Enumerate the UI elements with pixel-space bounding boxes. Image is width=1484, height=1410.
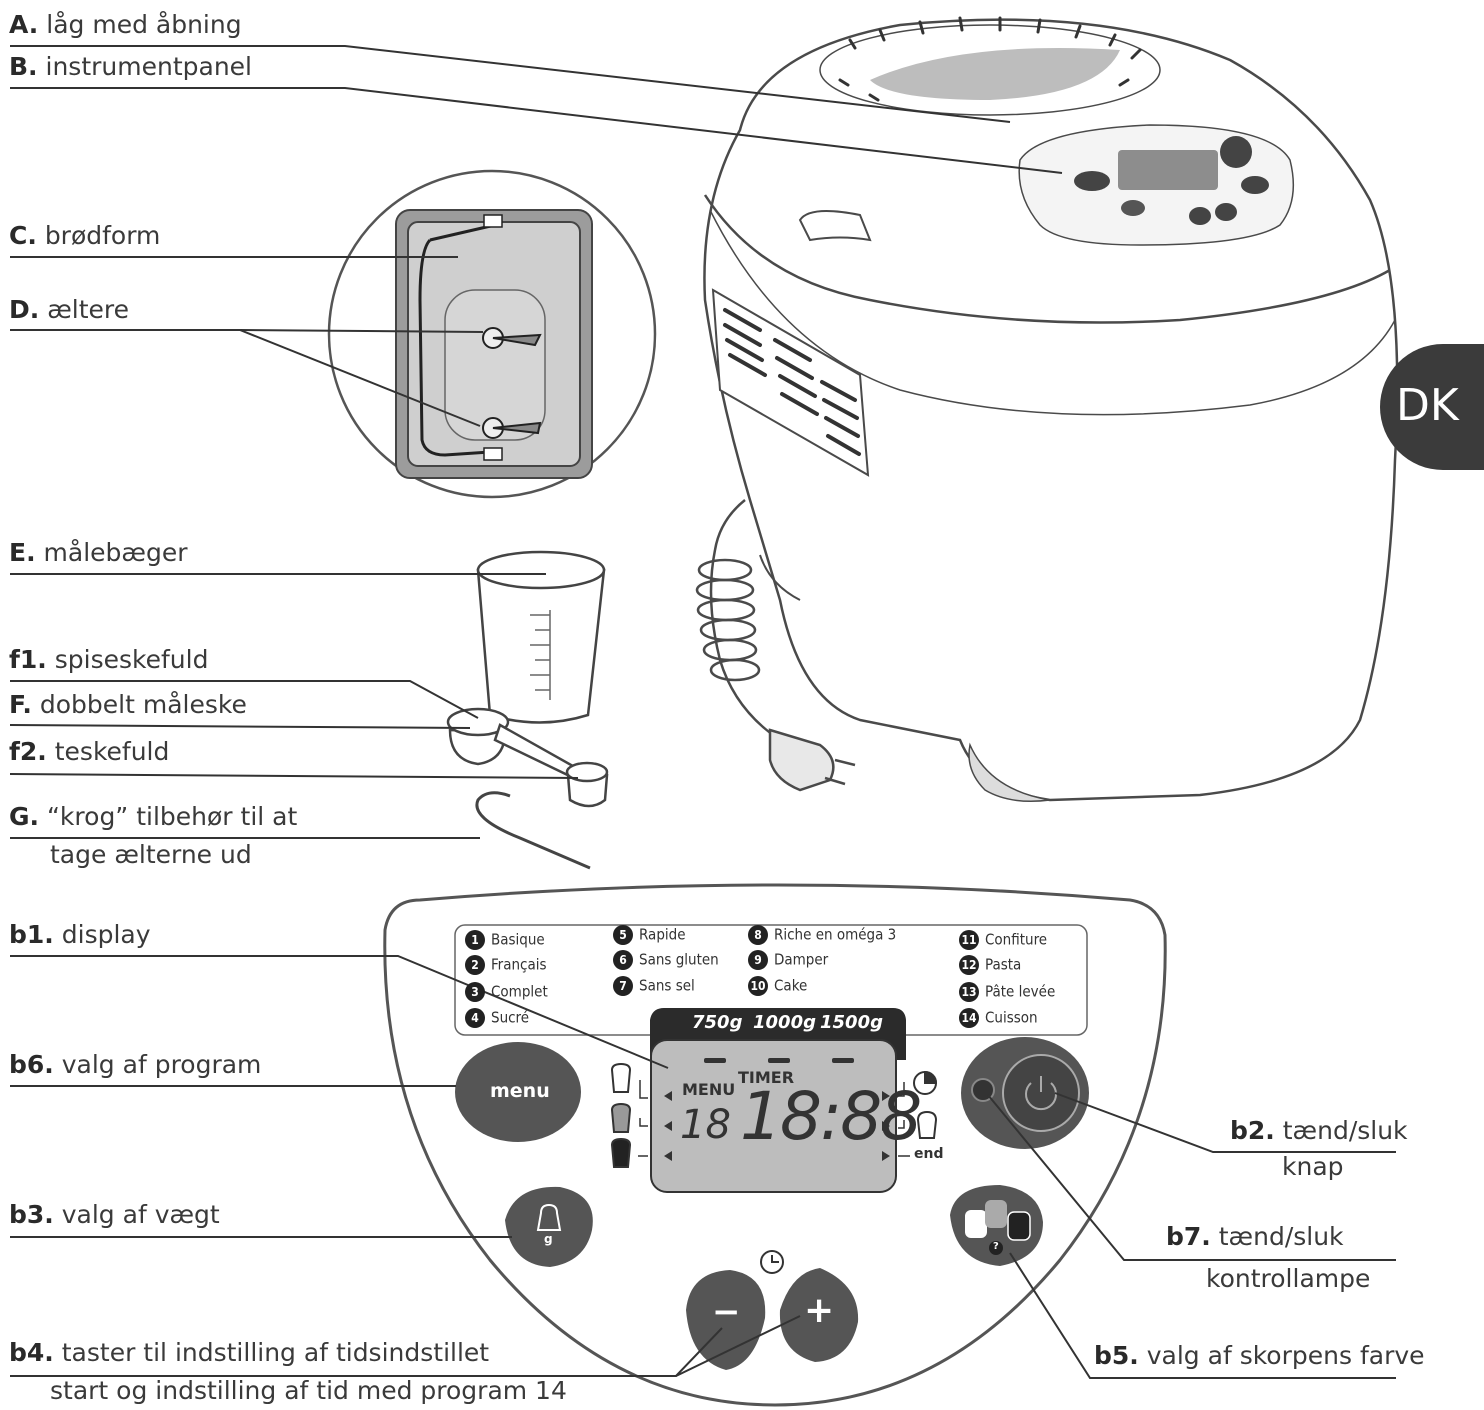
weight-1000: 1000g bbox=[753, 1012, 816, 1033]
power-cord bbox=[695, 499, 856, 792]
weight-button[interactable]: g bbox=[544, 1232, 553, 1246]
label-b6: b6. valg af program bbox=[9, 1050, 262, 1079]
label-b5: b5. valg af skorpens farve bbox=[1094, 1341, 1425, 1370]
lcd-program-number: 18 bbox=[680, 1102, 731, 1148]
leader-lines bbox=[9, 45, 1396, 1379]
bread-machine bbox=[703, 18, 1399, 802]
label-F: F. dobbelt måleske bbox=[9, 690, 247, 719]
label-b2: b2. tænd/sluk bbox=[1230, 1116, 1408, 1145]
label-b2-line2: knap bbox=[1282, 1152, 1344, 1181]
label-E: E. målebæger bbox=[9, 538, 188, 567]
power-button[interactable] bbox=[1003, 1055, 1079, 1131]
hook bbox=[475, 791, 591, 870]
label-b3: b3. valg af vægt bbox=[9, 1200, 220, 1229]
power-indicator-lamp bbox=[972, 1079, 994, 1101]
label-b4: b4. taster til indstilling af tidsindsti… bbox=[9, 1338, 490, 1367]
label-G: G. “krog” tilbehør til at bbox=[9, 802, 298, 831]
minus-button[interactable]: − bbox=[712, 1292, 741, 1332]
crust-color-button[interactable]: ? bbox=[993, 1241, 999, 1252]
measuring-cup bbox=[476, 550, 606, 724]
label-f1: f1. spiseskefuld bbox=[9, 645, 209, 674]
lcd-menu-label: MENU bbox=[682, 1080, 736, 1099]
weight-750: 750g bbox=[692, 1012, 743, 1033]
plus-button[interactable]: + bbox=[804, 1290, 835, 1331]
bread-pan-detail bbox=[327, 169, 657, 499]
label-C: C. brødform bbox=[9, 221, 161, 250]
lcd-timer-label: TIMER bbox=[738, 1068, 795, 1087]
language-tab: DK bbox=[1380, 344, 1484, 470]
lcd-end-label: end bbox=[914, 1146, 944, 1162]
label-B: B. instrumentpanel bbox=[9, 52, 252, 81]
menu-button[interactable]: menu bbox=[490, 1080, 550, 1102]
label-A: A. låg med åbning bbox=[9, 10, 242, 39]
double-spoon bbox=[446, 707, 609, 808]
label-G-line2: tage ælterne ud bbox=[50, 840, 252, 869]
label-b7: b7. tænd/sluk bbox=[1166, 1222, 1344, 1251]
label-b1: b1. display bbox=[9, 920, 151, 949]
lcd-time: 18:88 bbox=[740, 1078, 922, 1155]
label-b7-line2: kontrollampe bbox=[1206, 1264, 1371, 1293]
label-f2: f2. teskefuld bbox=[9, 737, 170, 766]
label-b4-line2: start og indstilling af tid med program … bbox=[50, 1376, 567, 1405]
weight-1500: 1500g bbox=[820, 1012, 883, 1033]
vent-slots bbox=[723, 308, 861, 456]
label-D: D. æltere bbox=[9, 295, 129, 324]
